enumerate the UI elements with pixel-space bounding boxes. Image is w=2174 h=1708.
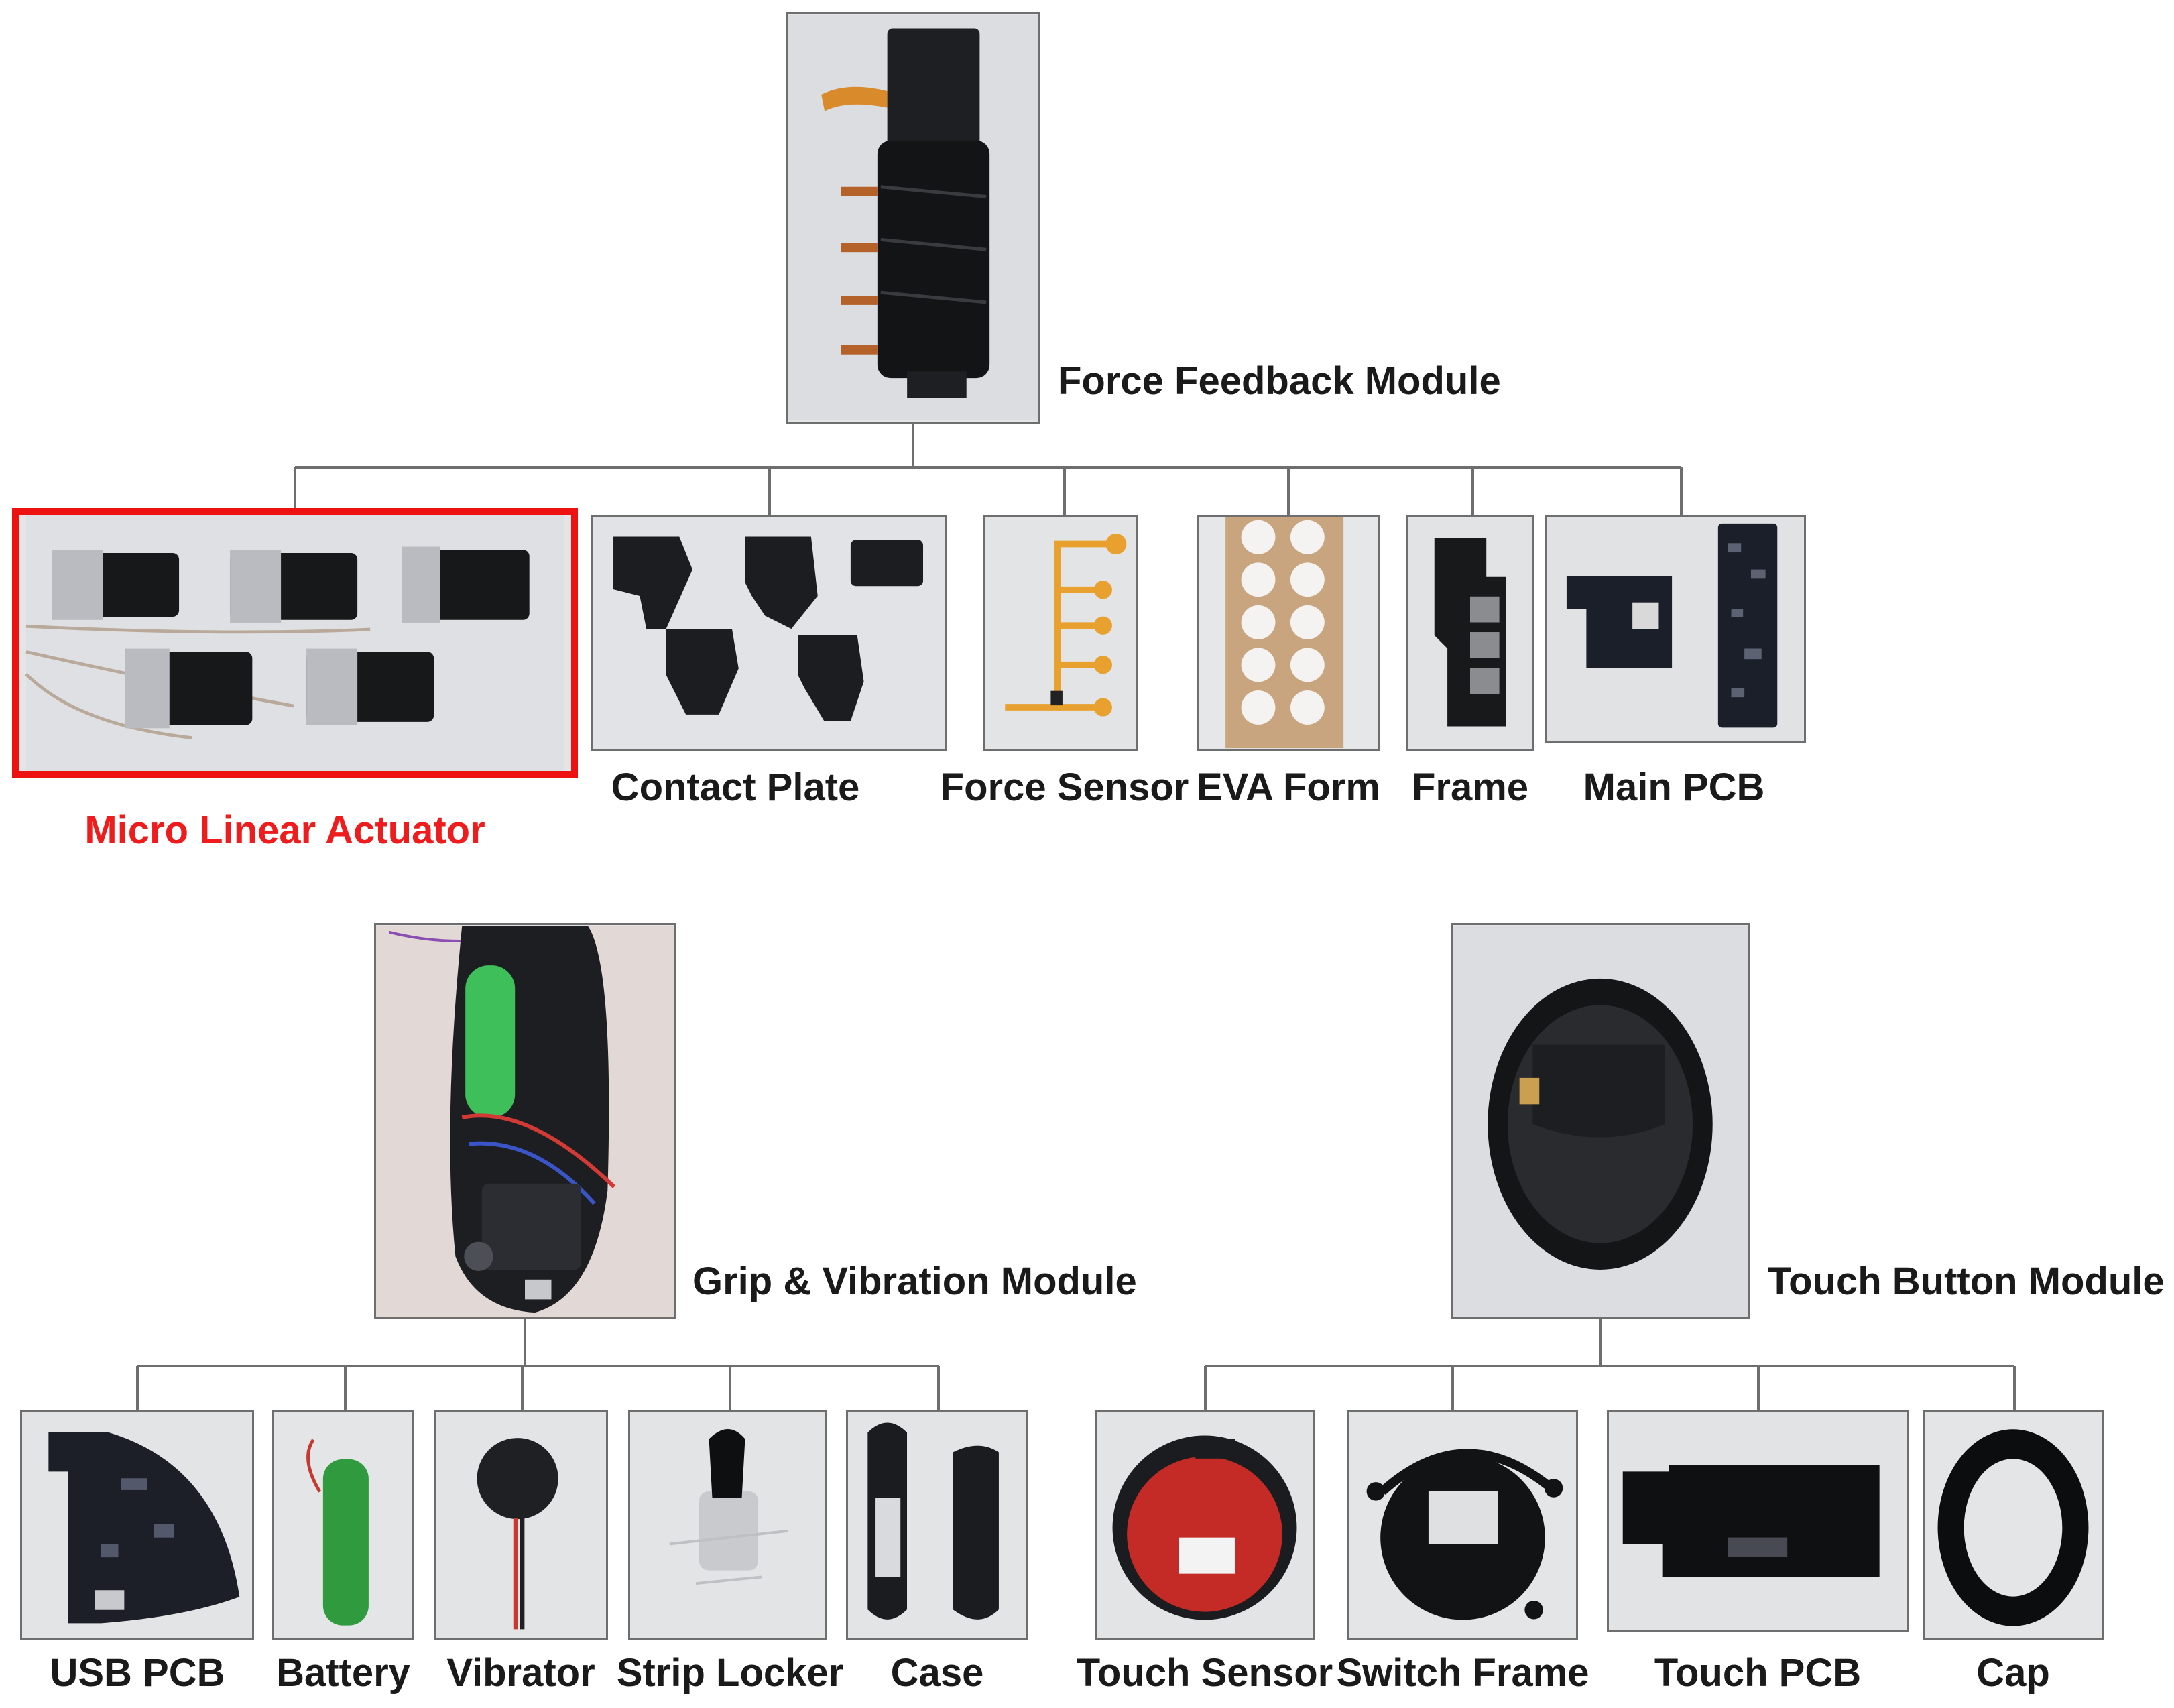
- cap-photo: [1923, 1410, 2104, 1640]
- main-pcb-photo: [1545, 515, 1806, 743]
- part-label-battery: Battery: [276, 1651, 410, 1695]
- part-label-switch-frame: Switch Frame: [1336, 1651, 1589, 1695]
- touch-pcb-photo: [1607, 1410, 1909, 1632]
- force-feedback-module-photo: [786, 12, 1040, 424]
- part-label-cap: Cap: [1976, 1651, 2050, 1695]
- micro-linear-actuator-photo: [12, 508, 578, 778]
- grip-vibration-module-title: Grip & Vibration Module: [692, 1260, 1137, 1303]
- force-sensor-photo: [983, 515, 1138, 751]
- part-label-force-sensor: Force Sensor: [940, 766, 1189, 809]
- touch-button-module-photo: [1451, 923, 1750, 1319]
- vibrator-photo: [434, 1410, 608, 1640]
- usb-pcb-photo: [20, 1410, 254, 1640]
- part-label-main-pcb: Main PCB: [1583, 766, 1765, 809]
- part-label-touch-pcb: Touch PCB: [1654, 1651, 1862, 1695]
- strip-locker-photo: [628, 1410, 827, 1640]
- part-label-contact-plate: Contact Plate: [611, 766, 860, 809]
- part-label-case: Case: [890, 1651, 984, 1695]
- touch-sensor-photo: [1095, 1410, 1315, 1640]
- part-label-vibrator: Vibrator: [446, 1651, 595, 1695]
- contact-plate-photo: [591, 515, 947, 751]
- part-label-touch-sensor: Touch Sensor: [1076, 1651, 1333, 1695]
- touch-button-module-title: Touch Button Module: [1768, 1260, 2165, 1303]
- grip-vibration-module-photo: [374, 923, 676, 1319]
- force-feedback-module-title: Force Feedback Module: [1058, 359, 1501, 403]
- part-label-strip-locker: Strip Locker: [616, 1651, 844, 1695]
- part-label-usb-pcb: USB PCB: [50, 1651, 225, 1695]
- switch-frame-photo: [1347, 1410, 1578, 1640]
- battery-photo: [272, 1410, 414, 1640]
- part-label-eva-form: EVA Form: [1197, 766, 1380, 809]
- part-label-frame: Frame: [1411, 766, 1529, 809]
- eva-form-photo: [1197, 515, 1380, 751]
- frame-photo: [1406, 515, 1534, 751]
- part-label-micro-linear-actuator: Micro Linear Actuator: [84, 808, 485, 852]
- case-photo: [846, 1410, 1028, 1640]
